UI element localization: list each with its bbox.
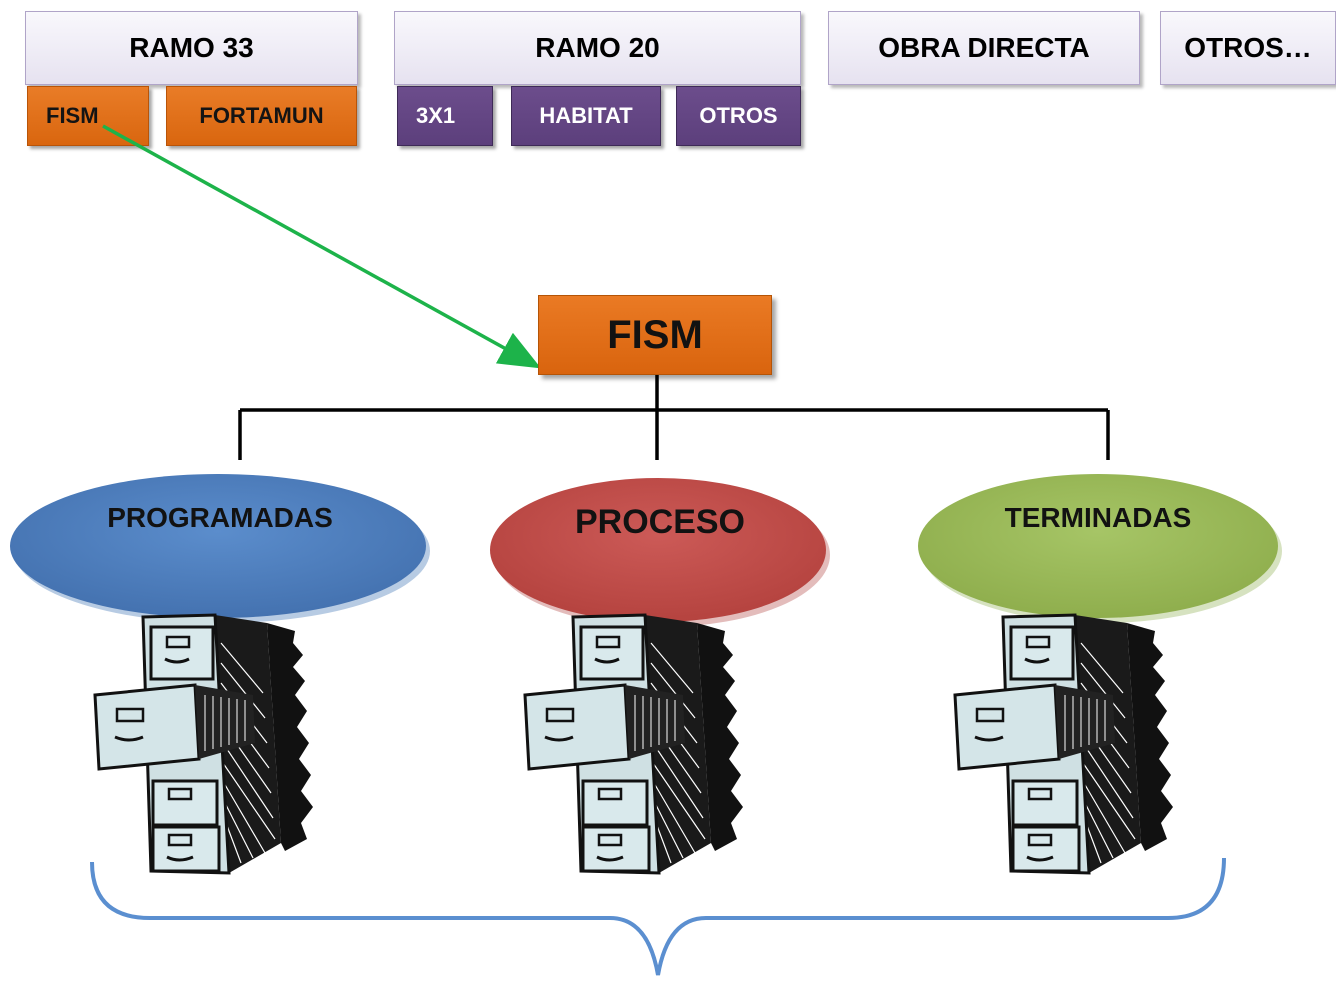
tree-connectors bbox=[238, 360, 1110, 460]
subtab-fortamun-label: FORTAMUN bbox=[199, 103, 324, 128]
subtab-otros[interactable]: OTROS bbox=[676, 86, 801, 146]
arrow-connector bbox=[102, 124, 542, 369]
oval-proceso bbox=[490, 478, 830, 627]
tab-ramo-33-label: RAMO 33 bbox=[129, 32, 254, 63]
oval-programadas bbox=[10, 474, 430, 623]
curly-brace bbox=[90, 857, 1226, 976]
label-programadas: PROGRAMADAS bbox=[107, 502, 333, 533]
filing-cabinet-icon bbox=[523, 613, 745, 875]
subtab-habitat-label: HABITAT bbox=[539, 103, 633, 128]
center-fism-box: FISM bbox=[538, 295, 772, 375]
label-terminadas: TERMINADAS bbox=[1004, 502, 1192, 533]
tab-otros-label: OTROS… bbox=[1184, 32, 1312, 63]
tab-obra-directa-label: OBRA DIRECTA bbox=[878, 32, 1090, 63]
tab-ramo-20[interactable]: RAMO 20 bbox=[394, 11, 801, 85]
subtab-fortamun[interactable]: FORTAMUN bbox=[166, 86, 357, 146]
subtab-fism[interactable]: FISM bbox=[27, 86, 149, 146]
label-proceso: PROCESO bbox=[574, 503, 746, 541]
filing-cabinet-icon bbox=[953, 613, 1175, 875]
oval-terminadas bbox=[918, 474, 1282, 623]
subtab-otros-label: OTROS bbox=[699, 103, 778, 128]
subtab-fism-label: FISM bbox=[46, 103, 99, 128]
tab-ramo-20-label: RAMO 20 bbox=[535, 32, 660, 63]
center-fism-label: FISM bbox=[607, 312, 703, 357]
filing-cabinet-icon bbox=[93, 613, 315, 875]
tab-ramo-33[interactable]: RAMO 33 bbox=[25, 11, 358, 85]
subtab-3x1[interactable]: 3X1 bbox=[397, 86, 493, 146]
tab-obra-directa[interactable]: OBRA DIRECTA bbox=[828, 11, 1140, 85]
tab-otros[interactable]: OTROS… bbox=[1160, 11, 1336, 85]
subtab-habitat[interactable]: HABITAT bbox=[511, 86, 661, 146]
subtab-3x1-label: 3X1 bbox=[416, 103, 456, 128]
